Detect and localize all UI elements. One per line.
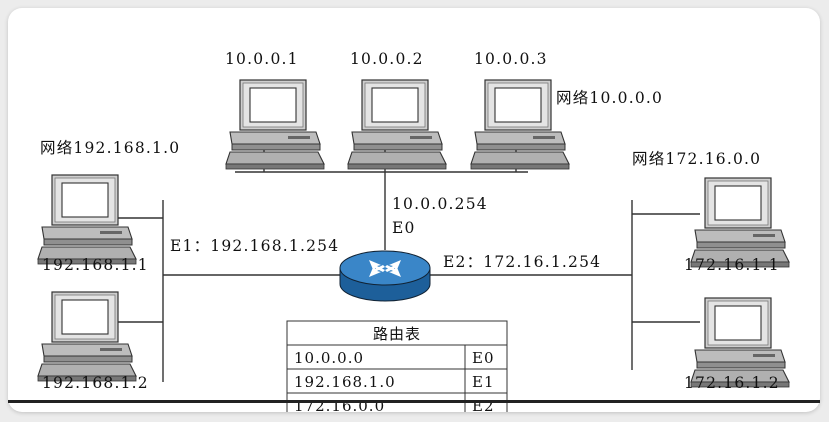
routing-table-title: 路由表 (373, 325, 421, 343)
bottom-divider (8, 400, 820, 403)
network-label-top: 网络10.0.0.0 (556, 89, 663, 107)
host-label: 192.168.1.1 (42, 256, 149, 274)
router-top-ip: 10.0.0.254 (392, 195, 488, 213)
router-top-iface: E0 (392, 219, 416, 237)
routing-table-interface: E0 (472, 349, 495, 367)
router-left-iface: E1：192.168.1.254 (170, 237, 339, 255)
host-label: 172.16.1.1 (684, 256, 780, 274)
host-pc-icon (225, 79, 325, 170)
diagram-card: 10.0.0.1 10.0.0.2 10.0.0.3 192.168.1.1 1… (8, 8, 820, 412)
network-label-left: 网络192.168.1.0 (40, 139, 180, 157)
routing-table-interface: E1 (472, 373, 495, 391)
host-pc-icon (37, 174, 137, 265)
host-pc-icon (690, 177, 790, 268)
routing-table: 路由表 10.0.0.0 E0 192.168.1.0 E1 172.16.0.… (286, 320, 508, 412)
routing-table-network: 10.0.0.0 (294, 349, 364, 367)
host-label: 10.0.0.3 (474, 50, 548, 68)
router-right-iface: E2：172.16.1.254 (443, 253, 601, 271)
router-icon (339, 250, 431, 302)
host-pc-icon (37, 291, 137, 382)
host-pc-icon (347, 79, 447, 170)
host-pc-icon (470, 79, 570, 170)
routing-table-network: 192.168.1.0 (294, 373, 396, 391)
network-label-right: 网络172.16.0.0 (632, 150, 761, 168)
network-diagram: 10.0.0.1 10.0.0.2 10.0.0.3 192.168.1.1 1… (37, 50, 790, 412)
host-label: 192.168.1.2 (42, 374, 149, 392)
host-label: 10.0.0.1 (225, 50, 299, 68)
host-label: 172.16.1.2 (684, 374, 780, 392)
host-label: 10.0.0.2 (350, 50, 424, 68)
